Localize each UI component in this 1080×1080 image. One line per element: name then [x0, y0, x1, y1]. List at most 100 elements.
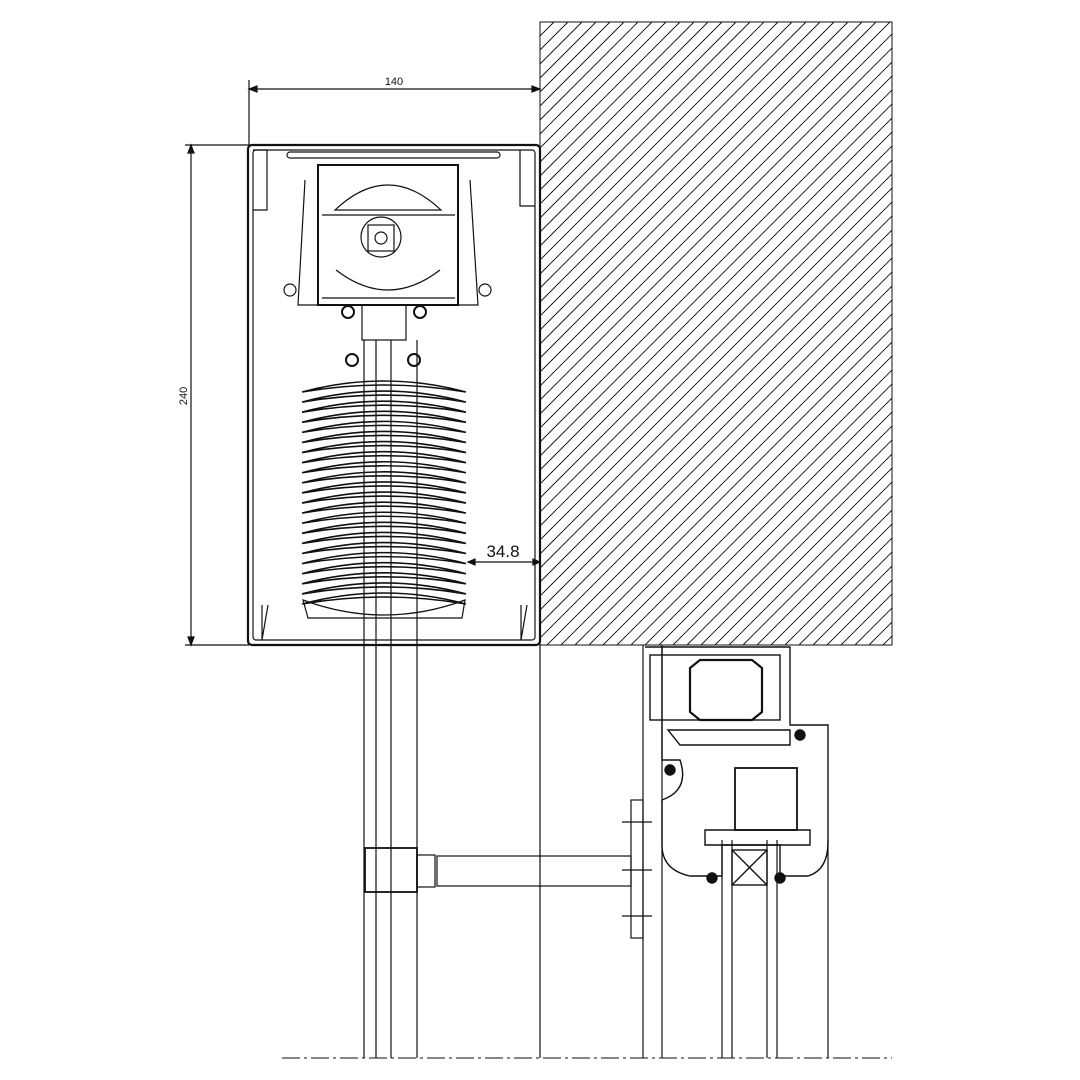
hatch-line — [539, 21, 751, 233]
slat — [301, 531, 467, 545]
dimension-width: 140 — [247, 76, 542, 145]
dimension-height: 240 — [178, 143, 249, 647]
hatch-line — [539, 21, 891, 373]
dimension-gap: 34.8 — [466, 542, 542, 566]
hatch-line — [539, 117, 893, 471]
shutter-box — [246, 143, 542, 647]
hatch-line — [868, 621, 893, 646]
hatch-line — [539, 21, 779, 261]
slat — [301, 420, 467, 434]
hatch-line — [539, 285, 893, 639]
hatch-line — [539, 21, 723, 205]
hatch-line — [546, 299, 893, 646]
hatch-line — [539, 21, 583, 65]
slat — [301, 592, 467, 605]
hatch-line — [539, 21, 555, 37]
hatch-line — [539, 131, 893, 485]
slat — [301, 481, 467, 494]
hatch-line — [672, 425, 893, 646]
hatch-line — [539, 21, 835, 317]
hatch-line — [742, 495, 893, 646]
hatch-line — [784, 537, 893, 646]
hatch-line — [539, 159, 893, 513]
slat — [301, 440, 467, 454]
hatch-line — [539, 103, 893, 457]
window-frame-profile — [645, 646, 829, 886]
hatch-line — [539, 229, 893, 583]
slat — [301, 390, 467, 403]
hatch-line — [882, 635, 893, 646]
hatch-line — [539, 243, 893, 597]
slat — [301, 400, 467, 413]
slat — [301, 521, 467, 535]
slat — [301, 471, 467, 484]
hatch-line — [539, 21, 569, 51]
height-label: 240 — [178, 387, 190, 405]
hatch-line — [798, 551, 893, 646]
hatch-line — [630, 383, 893, 646]
hatch-line — [539, 21, 625, 107]
hatch-line — [539, 21, 695, 177]
hatch-line — [539, 21, 681, 163]
hatch-line — [539, 173, 893, 527]
hatch-line — [539, 21, 821, 303]
mounting-arm — [364, 799, 652, 939]
slat — [301, 430, 467, 444]
hatch-line — [756, 509, 893, 646]
width-label: 140 — [385, 76, 403, 88]
bottom-rail — [302, 599, 466, 619]
hatch-line — [714, 467, 893, 646]
hatch-line — [616, 369, 893, 646]
hatch-line — [826, 579, 893, 646]
hatch-line — [539, 21, 737, 219]
hatch-line — [539, 187, 893, 541]
slat — [301, 450, 467, 464]
hatch-line — [539, 21, 653, 135]
hatch-line — [686, 439, 893, 646]
slat — [301, 501, 467, 514]
hatch-line — [539, 21, 639, 121]
motor-bracket — [283, 164, 492, 367]
hatch-line — [770, 523, 893, 646]
slat — [301, 410, 467, 424]
slat — [301, 551, 467, 565]
hatch-line — [539, 61, 893, 415]
hatch-line — [539, 33, 893, 387]
hatch-line — [539, 21, 793, 275]
hatch-line — [644, 397, 893, 646]
hatch-line — [539, 21, 765, 247]
hatch-line — [539, 75, 893, 429]
hatch-line — [539, 271, 893, 625]
hatch-line — [812, 565, 893, 646]
hatch-line — [539, 89, 893, 443]
slat — [301, 561, 467, 575]
hatch-line — [560, 313, 893, 646]
hatch-line — [588, 341, 893, 646]
slat — [301, 582, 467, 595]
hatch-line — [602, 355, 893, 646]
hatch-line — [539, 21, 667, 149]
hatch-line — [539, 201, 893, 555]
hatch-line — [539, 215, 893, 569]
slat — [301, 541, 467, 555]
hatch-line — [539, 21, 877, 359]
hatch-line — [840, 593, 893, 646]
slat — [301, 380, 467, 393]
hatch-line — [658, 411, 893, 646]
hatch-line — [539, 21, 807, 289]
hatch-line — [539, 21, 597, 79]
slat — [301, 461, 467, 474]
wall-hatching — [539, 21, 893, 646]
slat — [301, 511, 467, 525]
hatch-line — [539, 21, 709, 191]
shutter-slats — [301, 380, 467, 605]
hatch-line — [539, 21, 849, 331]
slat — [301, 572, 467, 585]
hatch-line — [539, 145, 893, 499]
hatch-line — [574, 327, 893, 646]
hatch-line — [539, 47, 893, 401]
gap-label: 34.8 — [486, 542, 519, 561]
hatch-line — [539, 257, 893, 611]
